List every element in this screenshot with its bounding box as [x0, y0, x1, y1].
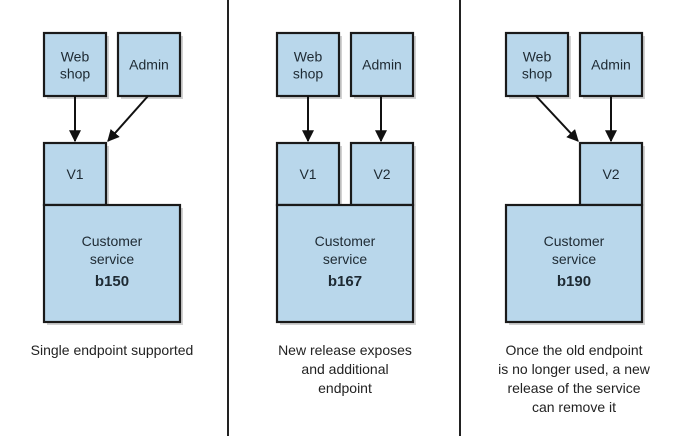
client-label: shop: [60, 66, 91, 82]
caption: endpoint: [318, 380, 372, 396]
web-shop-client-box: [42, 31, 108, 98]
caption: can remove it: [532, 399, 616, 415]
web-shop-client-box: [275, 31, 341, 98]
caption: release of the service: [507, 380, 640, 396]
service-label: Customer: [82, 233, 143, 249]
client-label: Admin: [129, 57, 169, 73]
service-label: service: [90, 251, 135, 267]
endpoint-v1-box: [275, 141, 341, 207]
caption: is no longer used, a new: [498, 361, 651, 377]
service-build-label: b150: [95, 273, 129, 290]
arrow: [107, 95, 149, 142]
arrow: [535, 95, 579, 142]
service-label: service: [552, 251, 597, 267]
caption: Once the old endpoint: [506, 342, 643, 358]
client-label: Web: [294, 49, 323, 65]
customer-service-box: [275, 203, 415, 324]
customer-service-box: [42, 203, 182, 324]
endpoint-label: V1: [299, 166, 316, 182]
endpoint-v2-box: [349, 141, 415, 207]
customer-service-box: [504, 203, 644, 324]
client-label: shop: [522, 66, 553, 82]
client-label: Admin: [362, 57, 402, 73]
caption: New release exposes: [278, 342, 412, 358]
endpoint-label: V2: [373, 166, 390, 182]
client-label: shop: [293, 66, 324, 82]
service-label: Customer: [315, 233, 376, 249]
service-build-label: b190: [557, 273, 591, 290]
admin-client-box: [116, 31, 182, 98]
admin-client-box: [349, 31, 415, 98]
endpoint-label: V1: [66, 166, 83, 182]
web-shop-client-box: [504, 31, 570, 98]
caption: and additional: [301, 361, 388, 377]
service-label: Customer: [544, 233, 605, 249]
endpoint-v2-box: [578, 141, 644, 207]
client-label: Admin: [591, 57, 631, 73]
caption: Single endpoint supported: [31, 342, 194, 358]
endpoint-v1-box: [42, 141, 108, 207]
client-label: Web: [61, 49, 90, 65]
client-label: Web: [523, 49, 552, 65]
service-label: service: [323, 251, 368, 267]
endpoint-label: V2: [602, 166, 619, 182]
service-build-label: b167: [328, 273, 362, 290]
